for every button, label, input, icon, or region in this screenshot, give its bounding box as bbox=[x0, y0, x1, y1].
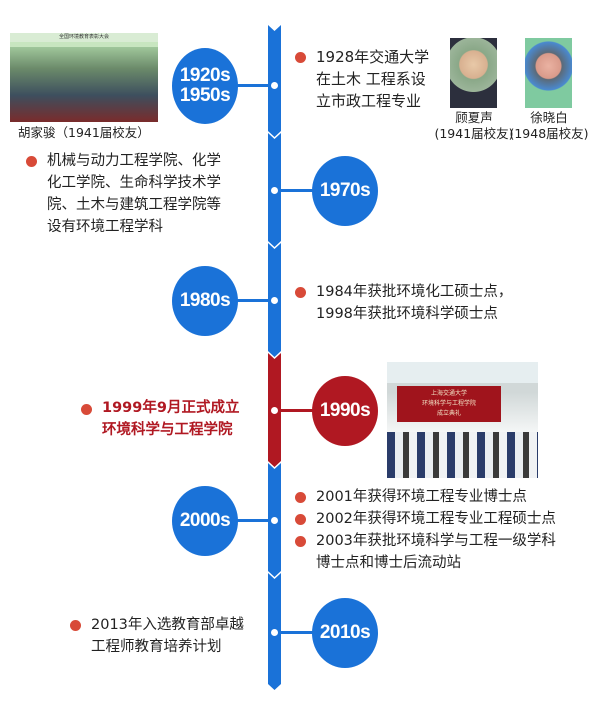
text-line: 1928年交通大学 bbox=[316, 48, 430, 66]
era-badge-2010s: 2010s bbox=[312, 598, 378, 668]
portrait-note: (1941届校友) bbox=[434, 126, 514, 141]
text-line: 2013年入选教育部卓越 bbox=[91, 617, 244, 633]
era-1920s-text: 1928年交通大学 在土木 工程系设 立市政工程专业 bbox=[316, 46, 429, 112]
portrait-caption-1: 顾夏声 (1941届校友) bbox=[434, 110, 514, 142]
era-badge-1980s: 1980s bbox=[172, 266, 238, 336]
text-line: 2002年获得环境工程专业工程硕士点 bbox=[316, 511, 556, 527]
portrait-gu-xiasheng bbox=[450, 38, 497, 108]
bullet-icon bbox=[26, 156, 37, 167]
portrait-name: 顾夏声 bbox=[455, 110, 493, 125]
portrait-note: (1948届校友) bbox=[509, 126, 589, 141]
text-line: 在土木 工程系设 bbox=[316, 70, 426, 88]
ceremony-photo: 上海交通大学 环境科学与工程学院 成立典礼 bbox=[387, 362, 538, 478]
bullet-icon bbox=[295, 287, 306, 298]
connector bbox=[232, 84, 272, 87]
timeline-dot bbox=[271, 517, 278, 524]
text-line: 1984年获批环境化工硕士点， bbox=[316, 284, 513, 300]
text-line: 工程师教育培养计划 bbox=[91, 639, 222, 655]
connector bbox=[232, 299, 272, 302]
photo-banner: 全国环境教育表彰大会 bbox=[10, 33, 158, 42]
text-line: 机械与动力工程学院、化学 bbox=[47, 153, 221, 169]
era-label: 1950s bbox=[179, 85, 231, 106]
text-line: 2001年获得环境工程专业博士点 bbox=[316, 489, 527, 505]
text-line: 2003年获批环境科学与工程一级学科 bbox=[316, 533, 556, 549]
bullet-icon bbox=[295, 514, 306, 525]
timeline-dot bbox=[271, 407, 278, 414]
era-2000s-text: 2001年获得环境工程专业博士点 2002年获得环境工程专业工程硕士点 2003… bbox=[316, 486, 556, 574]
banner-text: 上海交通大学 bbox=[430, 390, 467, 397]
era-2010s-text: 2013年入选教育部卓越 工程师教育培养计划 bbox=[91, 614, 244, 658]
bullet-icon bbox=[295, 52, 306, 63]
era-1980s-text: 1984年获批环境化工硕士点， 1998年获批环境科学硕士点 bbox=[316, 281, 512, 325]
text-line: 院、土木与建筑工程学院等 bbox=[47, 197, 221, 213]
text-line: 1998年获批环境科学硕士点 bbox=[316, 306, 498, 322]
bullet-icon bbox=[81, 404, 92, 415]
timeline-segment-1920s bbox=[268, 25, 281, 137]
era-badge-1970s: 1970s bbox=[312, 156, 378, 226]
text-line: 化工学院、生命科学技术学 bbox=[47, 175, 221, 191]
text-line: 1999年9月正式成立 bbox=[102, 400, 240, 416]
era-label: 1920s bbox=[179, 65, 231, 86]
text-line: 博士点和博士后流动站 bbox=[316, 555, 461, 571]
era-badge-2000s: 2000s bbox=[172, 486, 238, 556]
text-line: 立市政工程专业 bbox=[316, 92, 422, 110]
banner-text: 成立典礼 bbox=[436, 410, 461, 417]
connector bbox=[232, 519, 272, 522]
group-photo-caption: 胡家骏（1941届校友） bbox=[18, 125, 150, 140]
timeline-dot bbox=[271, 82, 278, 89]
era-1990s-text: 1999年9月正式成立 环境科学与工程学院 bbox=[102, 397, 239, 441]
connector bbox=[277, 409, 317, 412]
era-1970s-text: 机械与动力工程学院、化学 化工学院、生命科学技术学 院、土木与建筑工程学院等 设… bbox=[47, 150, 221, 238]
connector bbox=[277, 189, 317, 192]
banner-text: 环境科学与工程学院 bbox=[421, 400, 476, 407]
text-line: 环境科学与工程学院 bbox=[102, 422, 233, 438]
portrait-xu-xiaobai bbox=[525, 38, 572, 108]
timeline-dot bbox=[271, 187, 278, 194]
connector bbox=[277, 631, 317, 634]
bullet-icon bbox=[295, 492, 306, 503]
portrait-name: 徐晓白 bbox=[530, 110, 568, 125]
bullet-icon bbox=[70, 620, 81, 631]
portrait-caption-2: 徐晓白 (1948届校友) bbox=[509, 110, 589, 142]
timeline-dot bbox=[271, 297, 278, 304]
era-badge-1990s: 1990s bbox=[312, 376, 378, 446]
group-photo: 全国环境教育表彰大会 bbox=[10, 33, 158, 122]
timeline-dot bbox=[271, 629, 278, 636]
text-line: 设有环境工程学科 bbox=[47, 219, 163, 235]
bullet-icon bbox=[295, 536, 306, 547]
